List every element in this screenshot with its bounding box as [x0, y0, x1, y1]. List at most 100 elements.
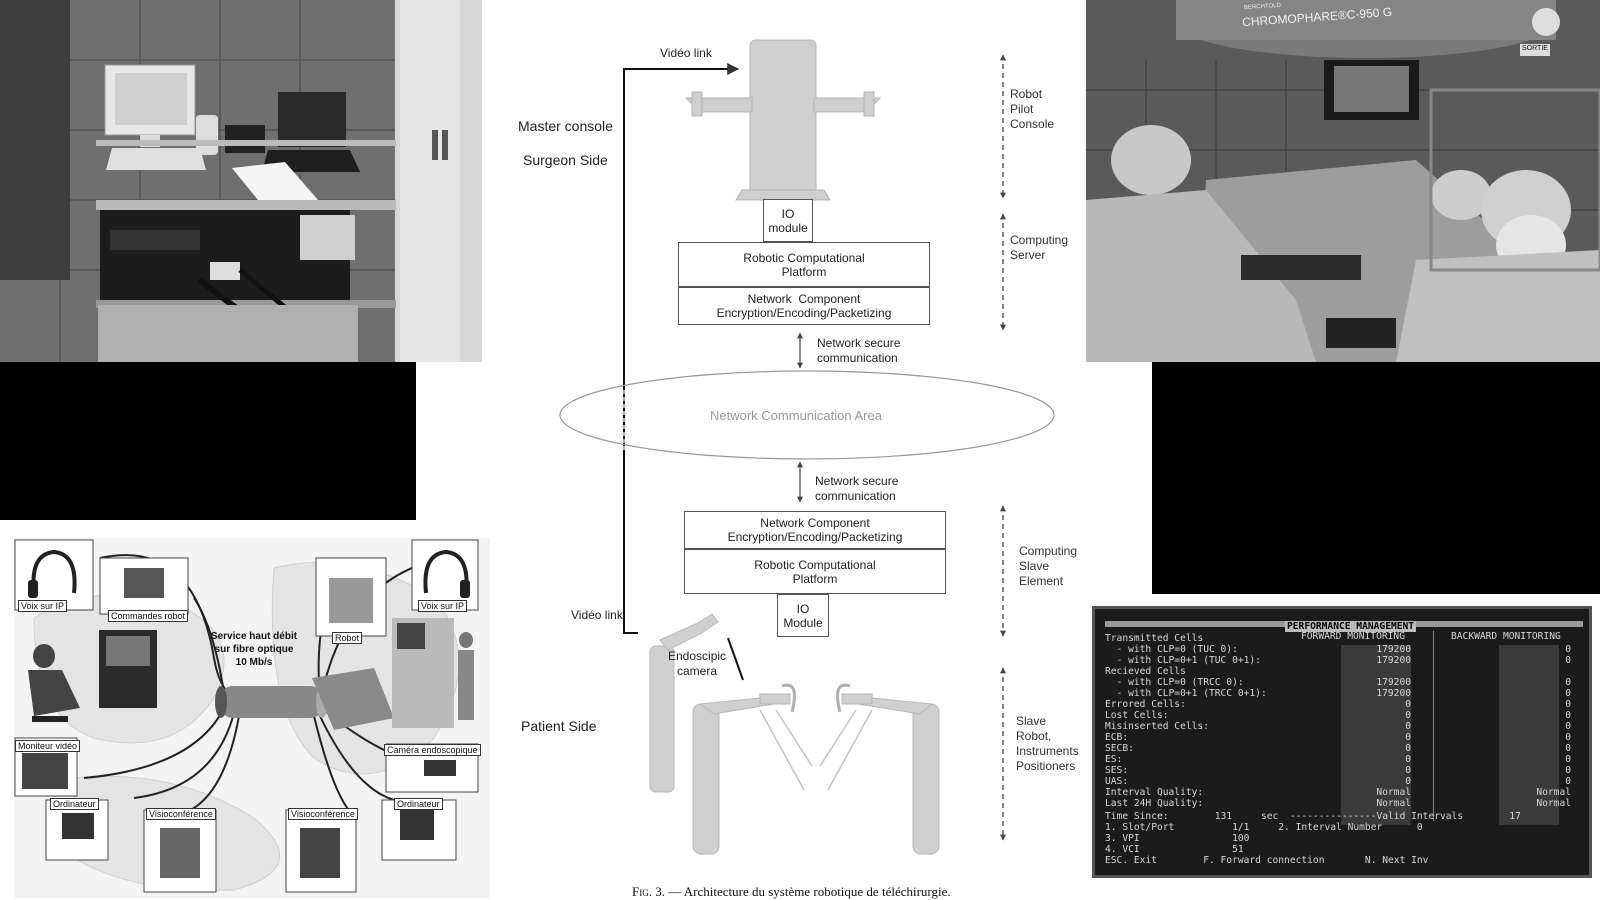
- terminal-row-backward: Normal: [1536, 787, 1571, 798]
- terminal-row-forward: 0: [1405, 710, 1411, 721]
- terminal-row-label: - with CLP=0+1 (TRCC 0+1):: [1105, 688, 1267, 699]
- terminal-row-backward: 0: [1565, 688, 1571, 699]
- performance-terminal-screen: PERFORMANCE MANAGEMENT FORWARD MONITORIN…: [1092, 606, 1592, 878]
- commandes-robot-label: Commandes robot: [108, 610, 189, 622]
- terminal-row-label: UAS:: [1105, 776, 1129, 787]
- terminal-row-forward: 0: [1405, 743, 1411, 754]
- terminal-row-forward: 179200: [1376, 677, 1411, 688]
- photo-operating-room: BERCHTOLD CHROMOPHARE®C-950 G SORTIE: [1086, 0, 1600, 362]
- io-module-top: IO module: [763, 199, 813, 242]
- terminal-row-label: ECB:: [1105, 732, 1129, 743]
- voix-ip-right-label: Voix sur IP: [418, 600, 468, 612]
- robot-label: Robot: [332, 632, 363, 644]
- slave-robot-label: Slave Robot, Instruments Positioners: [1016, 714, 1079, 773]
- terminal-title: PERFORMANCE MANAGEMENT: [1285, 621, 1417, 633]
- ordinateur-left-label: Ordinateur: [50, 798, 99, 810]
- cart-photo-graphic: [0, 0, 482, 362]
- terminal-row-forward: 179200: [1376, 644, 1411, 655]
- robotic-platform-top: Robotic Computational Platform: [678, 242, 930, 287]
- black-panel-left: [0, 362, 416, 520]
- caption-fig-number: Fig. 3.: [632, 884, 665, 899]
- robot-pilot-console-label: Robot Pilot Console: [1010, 87, 1055, 131]
- network-component-bottom: Network Component Encryption/Encoding/Pa…: [684, 511, 946, 549]
- visio-right-label: Visioconférence: [288, 808, 358, 820]
- terminal-row-forward: Normal: [1376, 787, 1411, 798]
- terminal-row-backward: Normal: [1536, 798, 1571, 809]
- io-module-bottom: IO Module: [777, 594, 829, 637]
- endoscope-pointer: [727, 637, 744, 681]
- slave-robot-graphic: [649, 613, 940, 855]
- terminal-footer: ESC. Exit F. Forward connection N. Next …: [1105, 855, 1429, 866]
- backward-column-shade: [1499, 645, 1559, 825]
- camera-endoscopique-label: Caméra endoscopique: [384, 744, 481, 756]
- video-link-path: [623, 63, 740, 634]
- terminal-row-label: Recieved Cells: [1105, 666, 1186, 677]
- terminal-row-label: SECB:: [1105, 743, 1134, 754]
- caption-text: — Architecture du système robotique de t…: [664, 884, 951, 899]
- endoscopic-camera-label: Endoscipic camera: [668, 649, 727, 678]
- network-secure-bottom-label: Network secure communication: [815, 474, 899, 503]
- terminal-row-backward: 0: [1565, 743, 1571, 754]
- forward-header: FORWARD MONITORING: [1301, 631, 1405, 642]
- master-console-graphic: [684, 39, 882, 201]
- terminal-row-backward: 0: [1565, 754, 1571, 765]
- terminal-row-forward: 0: [1405, 732, 1411, 743]
- computing-slave-element-label: Computing Slave Element: [1019, 544, 1078, 588]
- terminal-row-label: SES:: [1105, 765, 1129, 776]
- visio-left-label: Visioconférence: [146, 808, 216, 820]
- network-component-top: Network Component Encryption/Encoding/Pa…: [678, 287, 930, 325]
- terminal-row-backward: 0: [1565, 699, 1571, 710]
- terminal-row-label: ES:: [1105, 754, 1123, 765]
- terminal-row-backward: 0: [1565, 677, 1571, 688]
- terminal-row-label: Transmitted Cells: [1105, 633, 1204, 644]
- photo-computer-cart: [0, 0, 482, 362]
- terminal-row-backward: 0: [1565, 776, 1571, 787]
- vci-line: 4. VCI 51: [1105, 844, 1244, 855]
- terminal-row-label: - with CLP=0+1 (TUC 0+1):: [1105, 655, 1261, 666]
- moniteur-video-label: Moniteur vidéo: [15, 740, 81, 752]
- terminal-row-forward: 0: [1405, 776, 1411, 787]
- video-link-top-label: Vidéo link: [660, 46, 712, 60]
- terminal-row-forward: 0: [1405, 765, 1411, 776]
- terminal-row-backward: 0: [1565, 644, 1571, 655]
- terminal-row-forward: 0: [1405, 754, 1411, 765]
- terminal-row-label: - with CLP=0 (TUC 0):: [1105, 644, 1238, 655]
- terminal-row-label: Errored Cells:: [1105, 699, 1186, 710]
- robotic-platform-bottom: Robotic Computational Platform: [684, 549, 946, 594]
- vpi-line: 3. VPI 100: [1105, 833, 1250, 844]
- terminal-row-forward: 179200: [1376, 688, 1411, 699]
- master-console-label: Master console: [518, 118, 613, 134]
- terminal-row-backward: 0: [1565, 732, 1571, 743]
- exit-sign: SORTIE: [1522, 45, 1548, 52]
- network-communication-area: [559, 370, 1055, 460]
- terminal-row-forward: 0: [1405, 699, 1411, 710]
- ordinateur-right-label: Ordinateur: [394, 798, 443, 810]
- terminal-row-backward: 0: [1565, 655, 1571, 666]
- surgeon-side-label: Surgeon Side: [523, 152, 608, 168]
- terminal-row-label: Interval Quality:: [1105, 787, 1204, 798]
- video-link-bottom-label: Vidéo link: [571, 608, 623, 622]
- terminal-row-label: Lost Cells:: [1105, 710, 1169, 721]
- black-panel-right: [1152, 362, 1600, 594]
- computing-server-label: Computing Server: [1010, 233, 1069, 262]
- terminal-row-label: - with CLP=0 (TRCC 0):: [1105, 677, 1244, 688]
- setup-illustration-graphic: [14, 538, 490, 898]
- terminal-row-label: Last 24H Quality:: [1105, 798, 1204, 809]
- forward-column-shade: [1341, 645, 1411, 825]
- terminal-row-forward: Normal: [1376, 798, 1411, 809]
- slot-port-line: 1. Slot/Port 1/1 2. Interval Number 0: [1105, 822, 1423, 833]
- or-photo-graphic: [1086, 0, 1600, 362]
- voix-ip-left-label: Voix sur IP: [18, 600, 68, 612]
- backward-header: BACKWARD MONITORING: [1451, 631, 1561, 642]
- patient-side-label: Patient Side: [521, 718, 597, 734]
- terminal-row-forward: 179200: [1376, 655, 1411, 666]
- network-area-label: Network Communication Area: [710, 408, 882, 423]
- terminal-row-backward: 0: [1565, 710, 1571, 721]
- column-divider: [1433, 631, 1434, 821]
- terminal-row-forward: 0: [1405, 721, 1411, 732]
- network-secure-top-label: Network secure communication: [817, 336, 901, 365]
- time-since-line: Time Since: 131 sec ---------------Valid…: [1105, 811, 1521, 822]
- figure-caption: Fig. 3. — Architecture du système roboti…: [632, 884, 951, 900]
- telesurgery-setup-illustration: Voix sur IP Commandes robot Service haut…: [14, 538, 490, 898]
